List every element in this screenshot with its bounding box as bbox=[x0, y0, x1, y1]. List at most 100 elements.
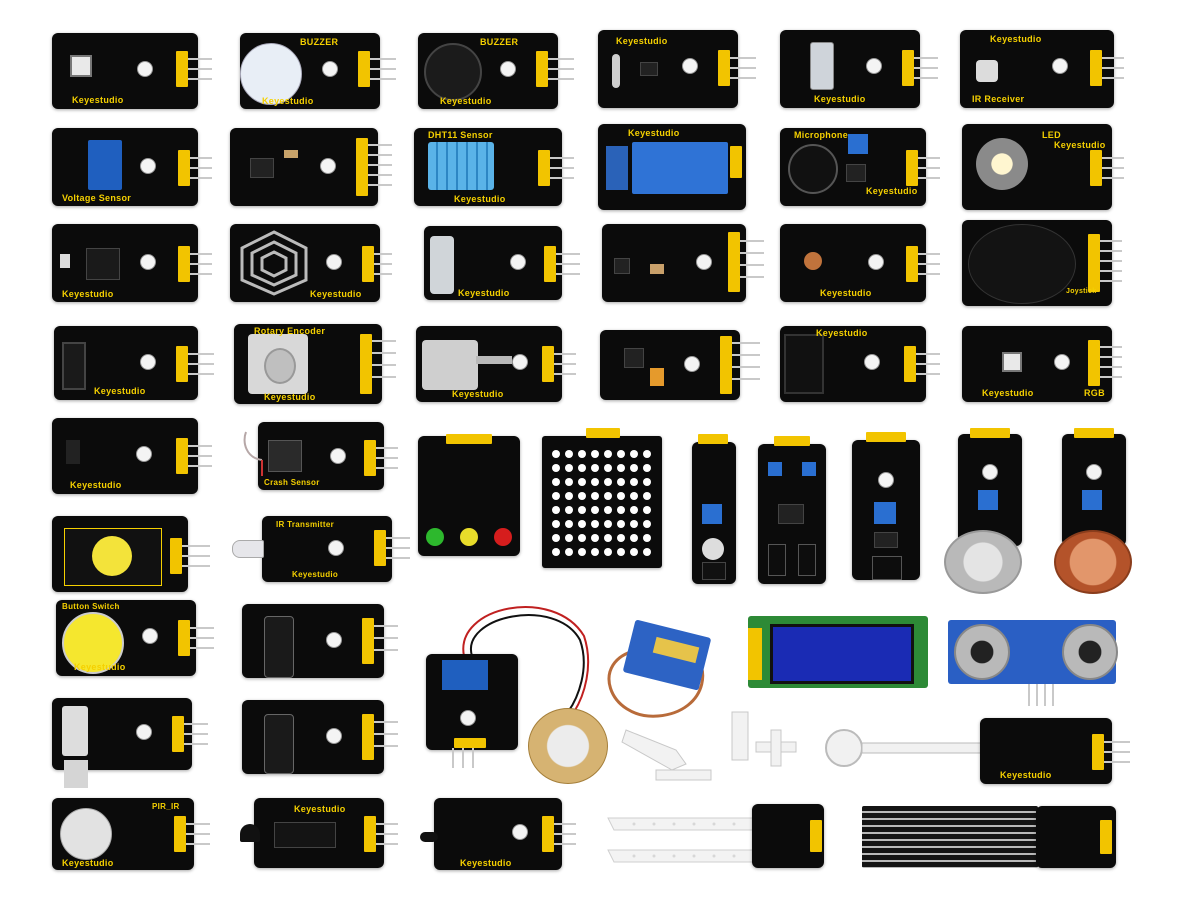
ultrasonic-icon bbox=[1062, 624, 1118, 680]
mount-hole bbox=[137, 61, 153, 77]
gas-sensor-mesh-icon bbox=[944, 530, 1022, 594]
pressure-film-icon bbox=[825, 729, 983, 767]
dht11-label: DHT11 Sensor bbox=[428, 130, 493, 140]
water-sensor-module bbox=[1036, 806, 1116, 868]
terminal-block-icon bbox=[88, 140, 122, 190]
switch-lever-icon bbox=[243, 431, 263, 476]
barometric-module bbox=[600, 330, 760, 400]
ir-switch-module: Keyestudio bbox=[780, 326, 940, 402]
rgb-label: RGB bbox=[1084, 388, 1105, 398]
joystick-label: Joystick bbox=[1066, 288, 1097, 295]
crash-label: Crash Sensor bbox=[264, 478, 320, 487]
ir-receiver-label: IR Receiver bbox=[972, 94, 1025, 104]
piezo-driver-module bbox=[426, 654, 518, 750]
steam-sensor-module: Keyestudio bbox=[230, 224, 392, 302]
reed-switch-icon bbox=[430, 236, 454, 294]
adxl-module bbox=[230, 128, 392, 206]
photocell-module: Keyestudio bbox=[780, 224, 940, 302]
photocell-icon bbox=[804, 252, 822, 270]
tilt-switch-module: Keyestudio bbox=[780, 30, 938, 108]
temperature-module: Keyestudio bbox=[598, 30, 756, 108]
ir-receiver-icon bbox=[976, 60, 998, 82]
red-led-icon bbox=[494, 528, 512, 546]
transistor-icon bbox=[240, 824, 260, 842]
crash-sensor-module: Crash Sensor bbox=[258, 422, 398, 490]
capacitor-icon bbox=[264, 616, 294, 678]
pin-header bbox=[176, 51, 188, 87]
led-icon bbox=[70, 55, 92, 77]
ir-transmitter-label: IR Transmitter bbox=[276, 520, 334, 529]
traffic-light-module bbox=[418, 434, 520, 556]
relay-module: Keyestudio bbox=[598, 124, 746, 210]
thermistor-icon bbox=[612, 54, 620, 88]
led-module: Keyestudio bbox=[52, 33, 212, 109]
joystick-module: Joystick bbox=[962, 220, 1122, 306]
microphone-label: Microphone bbox=[794, 130, 848, 140]
line-tracking-module bbox=[692, 434, 736, 584]
alcohol-sensor-mesh-icon bbox=[1054, 530, 1132, 594]
servo-horns-icon bbox=[621, 711, 797, 781]
soil-probe-icon bbox=[607, 817, 755, 863]
obstacle-avoid-module bbox=[758, 436, 826, 584]
big-button-icon bbox=[62, 612, 124, 674]
capacitor-module-2 bbox=[242, 700, 398, 774]
potentiometer-icon bbox=[1082, 490, 1102, 510]
hall-sensor-module: Keyestudio bbox=[54, 326, 214, 400]
water-sensor-icon bbox=[862, 806, 1038, 868]
potentiometer-module: Keyestudio bbox=[416, 326, 576, 402]
microphone-module: Microphone Keyestudio bbox=[780, 128, 940, 206]
joystick-icon bbox=[968, 224, 1076, 304]
buzzer-icon bbox=[240, 43, 302, 105]
rotary-label: Rotary Encoder bbox=[254, 326, 326, 336]
voltage-sensor-module: Voltage Sensor bbox=[52, 128, 212, 206]
alcohol-sensor-module bbox=[1062, 428, 1126, 546]
thermistor-icon bbox=[420, 832, 438, 842]
pins bbox=[188, 58, 212, 60]
yellow-led-icon bbox=[460, 528, 478, 546]
lcd-icon bbox=[770, 624, 914, 684]
potentiometer-icon bbox=[422, 340, 478, 390]
steam-pattern-icon bbox=[240, 230, 308, 296]
touch-button-module bbox=[52, 516, 210, 592]
active-buzzer-module: BUZZER Keyestudio bbox=[418, 33, 574, 109]
passive-buzzer-module: BUZZER Keyestudio bbox=[240, 33, 396, 109]
potentiometer-icon bbox=[978, 490, 998, 510]
pir-dome-icon bbox=[60, 808, 112, 860]
pressure-sensor-module: Keyestudio bbox=[980, 718, 1130, 784]
big-button-module: Button Switch Keyestudio bbox=[56, 600, 214, 676]
microphone-icon bbox=[788, 144, 838, 194]
led-label: LED bbox=[1042, 130, 1061, 140]
rgb-led-icon bbox=[1002, 352, 1022, 372]
pir-motion-module: PIR_IR Keyestudio bbox=[52, 798, 210, 870]
potentiometer-icon bbox=[874, 502, 896, 524]
capacitor-icon bbox=[264, 714, 294, 774]
micro-switch-icon bbox=[268, 440, 302, 472]
ir-led-icon bbox=[232, 540, 264, 558]
piezo-wires-icon bbox=[462, 606, 590, 713]
capacitor-module bbox=[242, 604, 398, 678]
photo-interrupter-module bbox=[52, 698, 208, 770]
ultrasonic-icon bbox=[954, 624, 1010, 680]
piezo-icon bbox=[528, 708, 608, 784]
light-module bbox=[602, 224, 764, 302]
rotary-encoder-module: Rotary Encoder Keyestudio bbox=[234, 324, 396, 404]
dht11-icon bbox=[428, 142, 494, 190]
power-led-icon bbox=[976, 138, 1028, 190]
dht11-module: DHT11 Sensor Keyestudio bbox=[414, 128, 574, 206]
pir-label: PIR_IR bbox=[152, 802, 180, 811]
buzzer-icon bbox=[424, 43, 482, 101]
soil-sensor-module bbox=[752, 804, 824, 868]
potentiometer-icon bbox=[848, 134, 868, 154]
buzzer-label: BUZZER bbox=[300, 37, 339, 47]
tilt-switch-icon bbox=[810, 42, 834, 90]
ds18b20-module: Keyestudio bbox=[240, 798, 398, 868]
green-led-icon bbox=[426, 528, 444, 546]
ir-receiver-module: Keyestudio IR Receiver bbox=[960, 30, 1124, 108]
knock-sensor-module: Keyestudio bbox=[52, 418, 212, 494]
rgb-led-module: Keyestudio RGB bbox=[962, 326, 1122, 402]
button-label: Button Switch bbox=[62, 602, 120, 611]
dot-matrix-icon bbox=[552, 450, 651, 556]
high-power-led-module: LED Keyestudio bbox=[962, 124, 1124, 210]
thermistor-module: Keyestudio bbox=[420, 798, 576, 870]
flame-sensor-module bbox=[852, 432, 920, 580]
